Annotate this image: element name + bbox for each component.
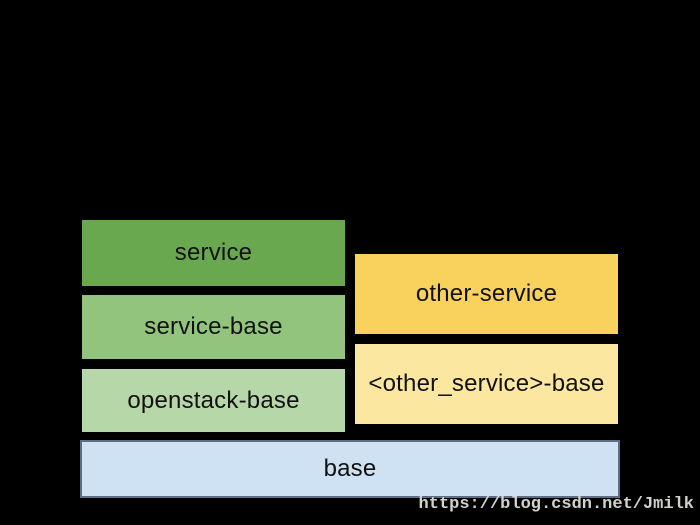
box-openstack-base: openstack-base [80, 367, 347, 434]
box-other-service-base-label: <other_service>-base [368, 370, 605, 397]
box-base: base [80, 440, 620, 498]
box-service-label: service [174, 239, 253, 266]
box-other-service: other-service [353, 252, 620, 336]
box-base-label: base [323, 455, 377, 482]
box-other-service-label: other-service [415, 280, 558, 307]
box-service-base-label: service-base [144, 313, 283, 340]
watermark-url: https://blog.csdn.net/Jmilk [418, 495, 694, 514]
box-service: service [80, 218, 347, 288]
box-openstack-base-label: openstack-base [127, 386, 300, 414]
box-other-service-base: <other_service>-base [353, 342, 620, 426]
box-service-base: service-base [80, 293, 347, 361]
